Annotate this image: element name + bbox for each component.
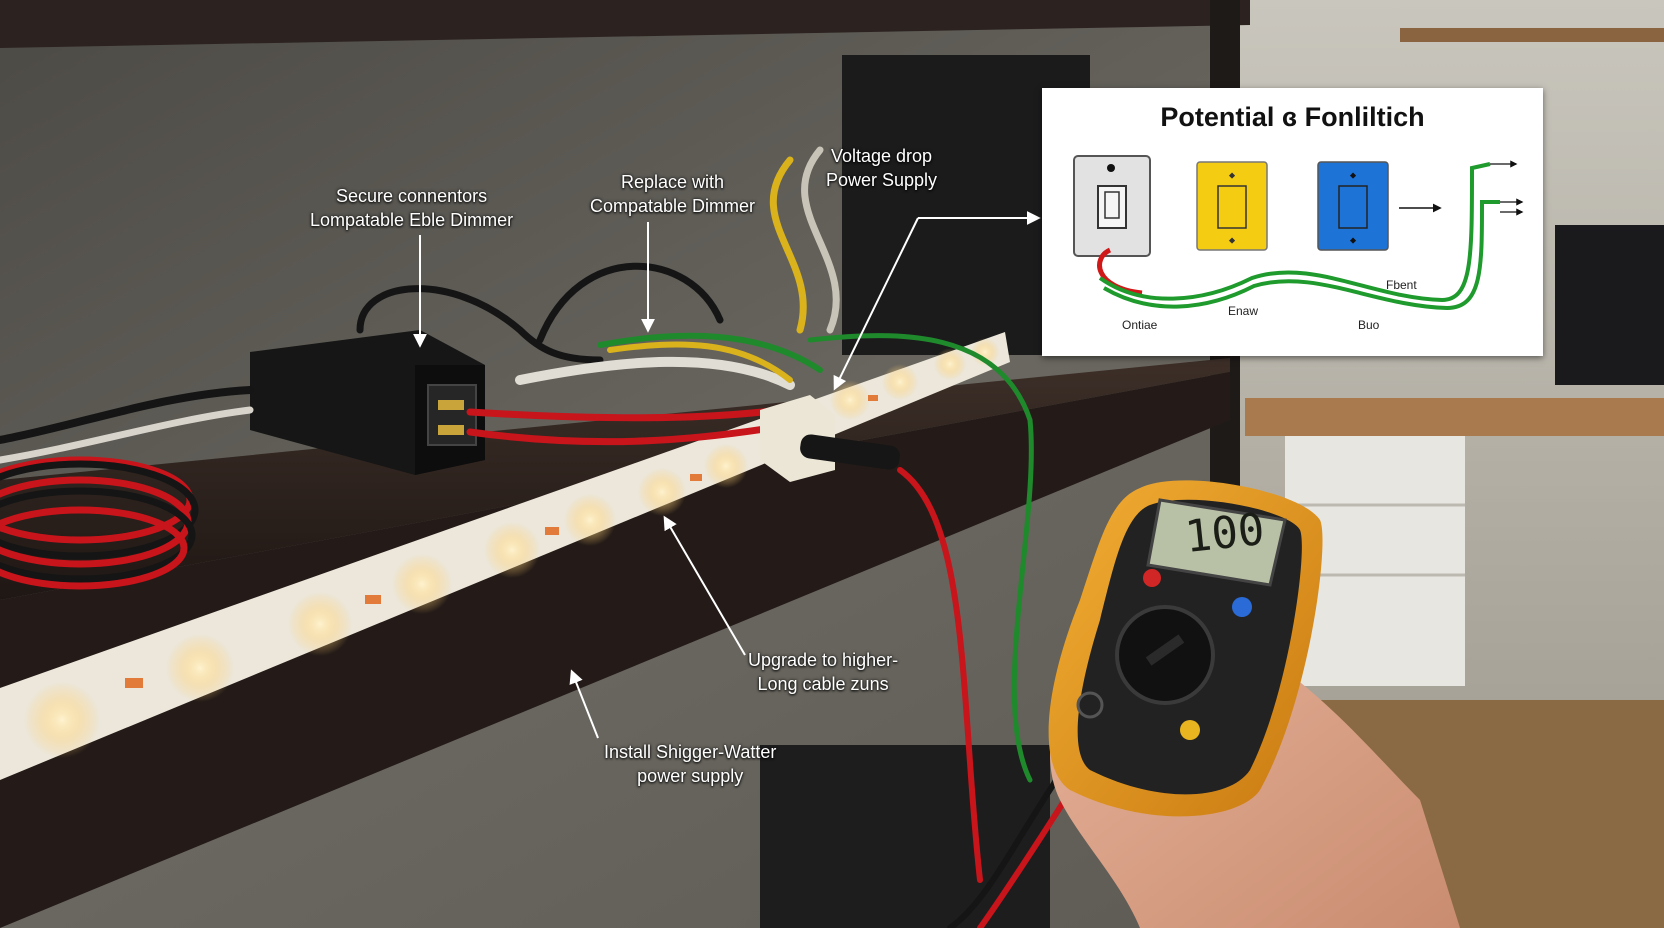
background-monitor — [1555, 225, 1664, 385]
callout-voltage-drop: Voltage drop Power Supply — [826, 144, 937, 192]
callout-line: Power Supply — [826, 170, 938, 190]
callout-line: Upgrade to higher- — [748, 650, 899, 670]
led-glow — [392, 554, 452, 614]
arrow-install — [569, 669, 599, 739]
panel-diagram: ⬥ ⬥ ⬥ ⬥ — [1073, 155, 1524, 311]
led-glows — [24, 338, 999, 758]
panel-green-wire-a — [1098, 162, 1491, 303]
callout-secure-connectors: Secure connentors Lompatable Eble Dimmer — [310, 184, 513, 232]
led-glow — [934, 348, 966, 380]
callout-line: power supply — [637, 766, 744, 786]
background-shelf — [1400, 28, 1664, 42]
led-glow — [564, 494, 616, 546]
callout-line: Compatable Dimmer — [590, 196, 756, 216]
led-chip — [125, 678, 143, 688]
switch-blue: ⬥ ⬥ — [1317, 161, 1389, 251]
led-chip — [545, 527, 559, 535]
led-glow — [166, 634, 234, 702]
led-glow — [704, 444, 748, 488]
led-glow — [882, 364, 918, 400]
multimeter-screen — [1146, 498, 1287, 587]
callout-line: Install Shigger-Watter — [604, 742, 777, 762]
power-adapter — [250, 330, 485, 475]
callout-line: Voltage drop — [830, 146, 933, 166]
wires — [0, 146, 1093, 928]
callout-line: Long cable zuns — [757, 674, 889, 694]
multimeter-jack — [1076, 691, 1104, 719]
led-chip — [868, 395, 878, 401]
led-glow — [484, 522, 540, 578]
led-chip — [690, 474, 702, 481]
svg-text:⬥: ⬥ — [1229, 236, 1236, 246]
lower-box — [760, 745, 1050, 928]
multimeter-reading: 100 — [1182, 503, 1267, 564]
panel-label-right-bottom: Buo — [1358, 318, 1380, 332]
upper-shelf — [0, 0, 1250, 48]
callout-replace-dimmer: Replace with Compatable Dimmer — [590, 170, 755, 218]
arrow-upgrade — [663, 515, 746, 656]
panel-label-middle: Enaw — [1228, 304, 1259, 318]
connector-block — [760, 395, 900, 482]
panel-title: Potential ɞ Fonliltich — [1160, 102, 1425, 132]
svg-text:⬥: ⬥ — [1229, 171, 1236, 181]
arrow-voltage-diag — [833, 217, 919, 391]
svg-text:⬥: ⬥ — [1350, 171, 1357, 181]
multimeter-button-blue — [1232, 597, 1252, 617]
wire-coil — [0, 456, 199, 590]
callout-install-power-supply: Install Shigger-Watter power supply — [604, 740, 776, 788]
callout-line: Secure connentors — [336, 186, 488, 206]
background-desk — [1245, 398, 1664, 436]
switch-gray — [1073, 155, 1151, 257]
svg-text:⬥: ⬥ — [1350, 236, 1357, 246]
panel-label-right-top: Fbent — [1386, 278, 1417, 292]
panel-label-left: Ontiae — [1122, 318, 1158, 332]
callout-line: Lompatable Eble Dimmer — [310, 210, 514, 230]
main-shelf-front — [0, 372, 1230, 928]
callout-line: Replace with — [621, 172, 725, 192]
led-chip — [365, 595, 381, 604]
led-chips — [125, 395, 878, 688]
multimeter-button-red — [1143, 569, 1161, 587]
led-glow — [288, 592, 352, 656]
multimeter — [1048, 480, 1323, 817]
switch-yellow: ⬥ ⬥ — [1196, 161, 1268, 251]
panel-green-wire-b — [1102, 200, 1500, 311]
led-glow — [24, 682, 100, 758]
callout-upgrade-cable: Upgrade to higher- Long cable zuns — [748, 648, 898, 696]
inset-diagram-panel: Potential ɞ Fonliltich ⬥ ⬥ ⬥ ⬥ — [1042, 88, 1543, 356]
led-glow — [638, 468, 686, 516]
callout-arrows — [413, 211, 1041, 739]
multimeter-jack — [1180, 720, 1200, 740]
